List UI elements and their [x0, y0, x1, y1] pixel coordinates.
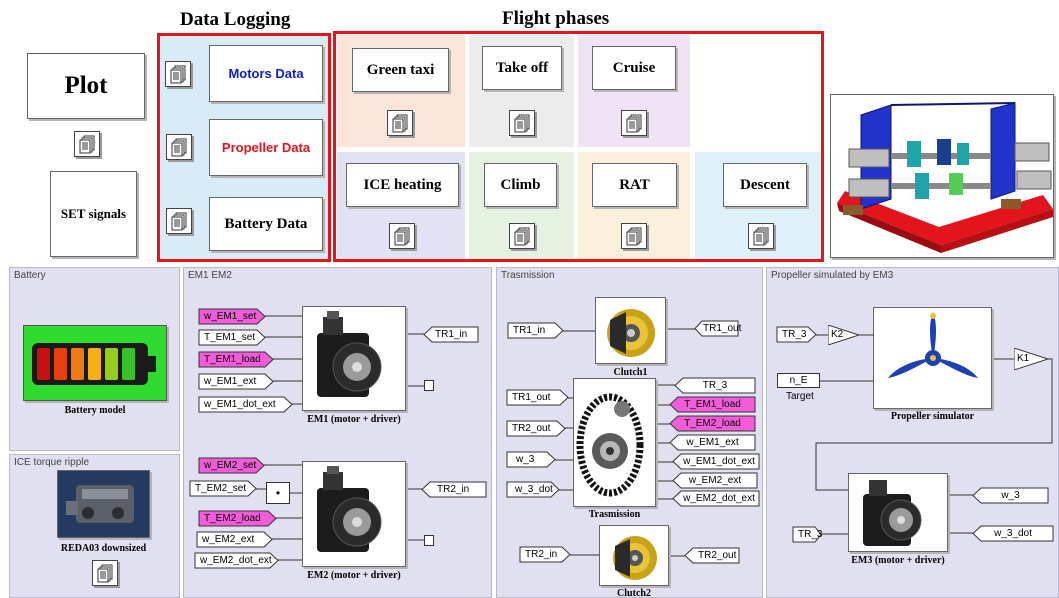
take-off-button[interactable]: Take off [482, 46, 562, 90]
trans-input-w3[interactable]: w_3 [506, 451, 556, 468]
climb-button[interactable]: Climb [484, 163, 557, 207]
trans-output-w-em2-ext[interactable]: w_EM2_ext [672, 472, 758, 489]
em1-input-w-ext[interactable]: w_EM1_ext [198, 373, 274, 390]
em2-input-w-set[interactable]: w_EM2_set [198, 457, 265, 474]
em1-input-t-load[interactable]: T_EM1_load [198, 351, 274, 368]
em2-input-t-set[interactable]: T_EM2_set [189, 480, 257, 497]
em1-motor-block[interactable] [302, 306, 406, 411]
clutch1-output[interactable]: TR1_out [694, 320, 741, 337]
gain-k2[interactable]: K2 [828, 325, 859, 345]
propeller-data-block[interactable]: Propeller Data [209, 119, 323, 176]
trans-input-w3-dot[interactable]: w_3_dot [506, 481, 560, 498]
target-label: Target [786, 391, 814, 402]
plot-scope-icon[interactable] [74, 131, 100, 157]
clutch2-block[interactable] [599, 525, 669, 586]
ice-heating-button[interactable]: ICE heating [346, 163, 459, 207]
trans-output-w-em1-dot-ext[interactable]: w_EM1_dot_ext [672, 453, 760, 470]
em3-motor-block[interactable] [848, 473, 948, 552]
plot-block[interactable]: Plot [27, 53, 145, 119]
transmission-block[interactable] [573, 378, 656, 507]
trans-output-w-em1-ext[interactable]: w_EM1_ext [669, 434, 756, 451]
rat-icon[interactable] [621, 223, 647, 249]
em1-input-w-dot-ext[interactable]: w_EM1_dot_ext [198, 396, 293, 413]
motors-log-icon[interactable] [165, 61, 191, 87]
transmission-caption: Trasmission [588, 509, 641, 520]
em2-product-block[interactable]: • [266, 482, 290, 504]
em2-input-t-load[interactable]: T_EM2_load [198, 510, 277, 527]
em1-output[interactable]: TR1_in [423, 326, 479, 343]
ice-engine-block[interactable] [57, 470, 150, 538]
propeller-panel-title: Propeller simulated by EM3 [771, 270, 894, 281]
clutch1-caption: Clutch1 [613, 367, 648, 378]
transmission-panel-title: Trasmission [501, 270, 555, 281]
em1-terminator [424, 380, 434, 391]
em3-caption: EM3 (motor + driver) [851, 555, 945, 566]
ice-heating-icon[interactable] [389, 223, 415, 249]
green-taxi-icon[interactable] [387, 110, 413, 136]
cruise-button[interactable]: Cruise [592, 46, 676, 90]
ice-scope-icon[interactable] [92, 560, 118, 586]
motors-data-block[interactable]: Motors Data [209, 45, 323, 102]
clutch1-block[interactable] [595, 297, 666, 364]
flight-phases-title: Flight phases [502, 8, 610, 29]
target-speed-input[interactable]: n_E [777, 373, 820, 388]
trans-input-tr2-out[interactable]: TR2_out [506, 420, 566, 437]
em3-input-tr3[interactable]: TR_3 [792, 526, 822, 543]
descent-button[interactable]: Descent [723, 163, 807, 207]
propeller-simulator-block[interactable] [873, 307, 992, 409]
clutch1-input[interactable]: TR1_in [507, 322, 564, 339]
em1-input-w-set[interactable]: w_EM1_set [198, 308, 266, 325]
descent-icon[interactable] [748, 223, 774, 249]
em2-motor-block[interactable] [302, 461, 406, 567]
gain-k1[interactable]: K1 [1014, 348, 1048, 370]
trans-output-t-em2-load[interactable]: T_EM2_load [669, 415, 756, 432]
em1-input-t-set[interactable]: T_EM1_set [198, 329, 266, 346]
battery-model-caption: Battery model [64, 405, 126, 416]
set-signals-block[interactable]: SET signals [50, 171, 137, 257]
prop-input-tr3[interactable]: TR_3 [776, 326, 817, 343]
clutch2-output[interactable]: TR2_out [684, 547, 740, 564]
test-bench-image [830, 94, 1054, 258]
clutch2-caption: Clutch2 [617, 588, 651, 598]
battery-model-block[interactable] [23, 325, 167, 401]
ice-panel-title: ICE torque ripple [14, 457, 90, 468]
em3-output-w3[interactable]: w_3 [972, 487, 1049, 504]
propeller-simulator-caption: Propeller simulator [890, 411, 975, 422]
ice-caption: REDA03 downsized [60, 543, 147, 554]
trans-output-w-em2-dot-ext[interactable]: w_EM2_dot_ext [672, 490, 760, 507]
battery-log-icon[interactable] [166, 208, 192, 234]
em2-terminator [424, 535, 434, 546]
em1-caption: EM1 (motor + driver) [307, 414, 401, 425]
em2-caption: EM2 (motor + driver) [307, 570, 401, 581]
rat-button[interactable]: RAT [592, 163, 677, 207]
cruise-icon[interactable] [621, 110, 647, 136]
take-off-icon[interactable] [509, 110, 535, 136]
em3-output-w3-dot[interactable]: w_3_dot [972, 525, 1054, 542]
green-taxi-button[interactable]: Green taxi [352, 48, 449, 92]
em2-input-w-ext[interactable]: w_EM2_ext [196, 531, 273, 548]
trans-input-tr1-out[interactable]: TR1_out [506, 389, 569, 406]
climb-icon[interactable] [509, 223, 535, 249]
propeller-log-icon[interactable] [166, 134, 192, 160]
battery-data-block[interactable]: Battery Data [209, 197, 323, 251]
data-logging-title: Data Logging [180, 9, 291, 30]
battery-panel-title: Battery [14, 270, 46, 281]
em2-output[interactable]: TR2_in [421, 481, 487, 498]
trans-output-t-em1-load[interactable]: T_EM1_load [669, 396, 756, 413]
em-panel-title: EM1 EM2 [188, 270, 232, 281]
clutch2-input[interactable]: TR2_in [519, 546, 571, 563]
trans-output-tr3[interactable]: TR_3 [674, 377, 756, 394]
em2-input-w-dot-ext[interactable]: w_EM2_dot_ext [194, 552, 279, 569]
